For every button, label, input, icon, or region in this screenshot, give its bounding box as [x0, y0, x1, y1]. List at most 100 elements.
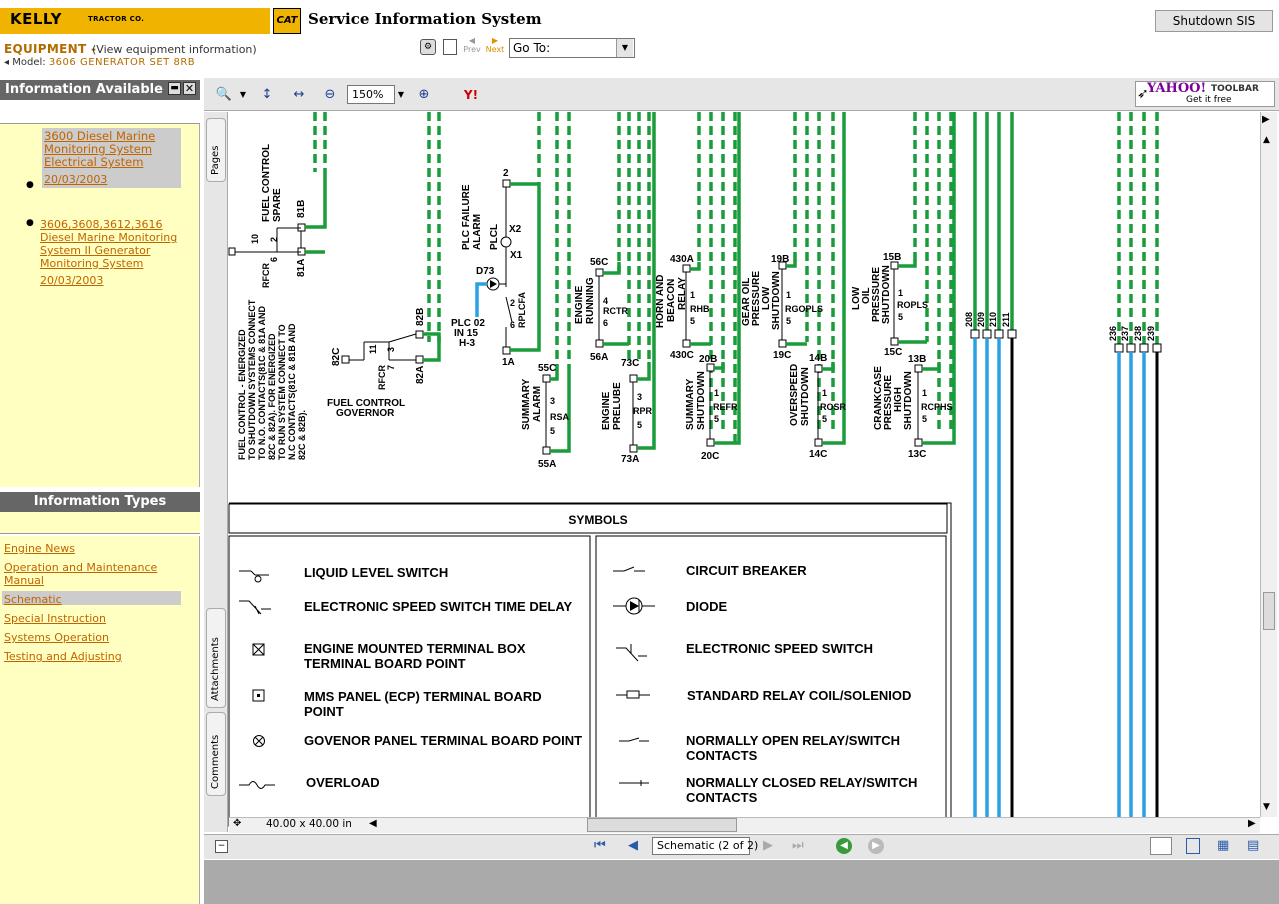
zoom-out-icon[interactable]: ⊖: [324, 87, 336, 102]
schematic-canvas[interactable]: .g{stroke:#1a9c3a;stroke-width:3.5;fill:…: [228, 112, 1260, 827]
info-type-schematic[interactable]: Schematic: [4, 593, 62, 606]
document-icon[interactable]: [443, 39, 457, 55]
label-rsa: RSA: [550, 412, 570, 422]
info-item-title[interactable]: 3600 Diesel Marine Monitoring System Ele…: [44, 129, 156, 169]
info-item-date[interactable]: 20/03/2003: [44, 173, 108, 186]
label-82A: 82A: [415, 366, 426, 384]
close-icon[interactable]: ✕: [183, 82, 196, 95]
next-page-icon[interactable]: ▶: [763, 838, 773, 853]
zoom-tool-icon[interactable]: 🔍: [215, 87, 233, 102]
info-type-engine-news[interactable]: Engine News: [4, 542, 75, 555]
vertical-scrollbar[interactable]: [1260, 112, 1277, 817]
app-title: Service Information System: [308, 10, 542, 28]
label-plc02: PLC 02: [451, 318, 485, 329]
page-selector[interactable]: Schematic (2 of 2): [652, 837, 758, 855]
label-n10: 10: [250, 234, 260, 244]
overload-icon: [239, 781, 275, 789]
arrow-up-icon[interactable]: ▲: [1263, 135, 1270, 145]
shutdown-sis-button[interactable]: Shutdown SIS: [1155, 10, 1273, 32]
arrow-left-icon[interactable]: ◀: [369, 818, 377, 829]
brand-name: KELLY: [10, 10, 63, 28]
label-crankcase-2: PRESSURE: [883, 375, 894, 430]
label-82C: 82C: [331, 348, 342, 366]
prev-button[interactable]: ◀Prev: [461, 36, 483, 54]
svg-text:TO SHUTDOWN SYSTEMS CONNECT: TO SHUTDOWN SYSTEMS CONNECT: [247, 299, 257, 460]
chevron-down-icon[interactable]: ▼: [239, 90, 247, 99]
horizontal-scroll-thumb[interactable]: [587, 818, 737, 832]
horizontal-scrollbar[interactable]: [229, 817, 1260, 833]
tab-comments[interactable]: Comments: [206, 712, 226, 796]
label-55C: 55C: [538, 363, 556, 374]
plcl-lamp: [500, 236, 512, 248]
label-rfcr-2: RFCR: [377, 365, 387, 390]
terminal-430A: [682, 264, 691, 273]
symbols-right-box: [595, 535, 947, 827]
goto-select[interactable]: Go To:: [509, 38, 635, 58]
kelly-logo: [0, 8, 270, 34]
list-item[interactable]: 3606,3608,3612,3616 Diesel Marine Monito…: [40, 218, 195, 287]
zoom-level-field[interactable]: 150%: [347, 85, 395, 104]
next-button[interactable]: ▶Next: [484, 36, 506, 54]
label-gear-oil-4: SHUTDOWN: [771, 271, 782, 330]
label-low-oil-2: OIL: [861, 287, 872, 304]
list-item[interactable]: 3600 Diesel Marine Monitoring System Ele…: [42, 128, 181, 188]
normally-closed-contacts-icon: [619, 780, 649, 786]
zoom-in-icon[interactable]: ⊕: [418, 87, 430, 102]
terminal-209: [982, 329, 992, 339]
arrow-right-icon[interactable]: ▶: [1262, 114, 1270, 125]
arrow-right-icon[interactable]: ▶: [1248, 818, 1256, 829]
info-item-date[interactable]: 20/03/2003: [40, 274, 104, 287]
arrow-down-icon[interactable]: ▼: [1263, 802, 1270, 812]
label-82B: 82B: [415, 308, 426, 326]
label-n2: 2: [269, 237, 279, 242]
first-page-icon[interactable]: ⏮: [594, 838, 606, 853]
info-type-testing-adjusting[interactable]: Testing and Adjusting: [4, 650, 122, 663]
facing-pages-icon[interactable]: ▦: [1217, 838, 1230, 853]
chevron-down-icon[interactable]: ▼: [397, 90, 405, 99]
label-n5-rsa: 5: [550, 426, 555, 436]
terminal-55A: [542, 446, 551, 455]
label-wire-208: 208: [964, 312, 974, 327]
label-fuel-spare: FUEL CONTROL: [261, 144, 272, 222]
resize-icon[interactable]: ✥: [233, 818, 242, 829]
single-page-icon[interactable]: [1150, 837, 1172, 855]
info-item-title[interactable]: 3606,3608,3612,3616 Diesel Marine Monito…: [40, 218, 178, 270]
info-type-systems-operation[interactable]: Systems Operation: [4, 631, 109, 644]
fit-height-icon[interactable]: ↕: [261, 87, 273, 102]
collapse-icon[interactable]: −: [215, 840, 228, 853]
previous-page-icon[interactable]: ◀: [628, 838, 638, 853]
label-plcl: PLCL: [489, 224, 500, 250]
continuous-facing-icon[interactable]: ▤: [1247, 838, 1260, 853]
label-wire-236: 236: [1108, 326, 1118, 341]
symbol-label: LIQUID LEVEL SWITCH: [304, 565, 449, 580]
svg-text:TO RUN SYSTEM CONNECT TO: TO RUN SYSTEM CONNECT TO: [277, 324, 287, 460]
terminal-13C: [914, 438, 923, 447]
label-n6b: 6: [510, 320, 515, 330]
back-icon[interactable]: ◀: [836, 838, 852, 854]
info-type-special-instruction[interactable]: Special Instruction: [4, 612, 107, 625]
yahoo-brand: YAHOO!: [1147, 81, 1207, 96]
bullet-icon: ●: [26, 218, 34, 228]
view-equipment-link[interactable]: (View equipment information): [92, 43, 257, 56]
label-pressure-shutdown-2: SHUTDOWN: [881, 265, 892, 324]
tab-attachments[interactable]: Attachments: [206, 608, 226, 708]
terminal-15B: [890, 261, 899, 270]
forward-icon[interactable]: ▶: [868, 838, 884, 854]
yahoo-search-icon[interactable]: Y!: [463, 88, 479, 102]
fit-width-icon[interactable]: ↔: [293, 87, 305, 102]
chevron-down-icon[interactable]: ▼: [616, 39, 633, 57]
minimize-icon[interactable]: ▬: [168, 82, 181, 95]
info-type-operation-maintenance[interactable]: Operation and Maintenance Manual: [4, 561, 158, 587]
yahoo-toolbar-button[interactable]: [1135, 81, 1275, 107]
continuous-page-icon[interactable]: [1186, 838, 1200, 854]
terminal-56A: [595, 339, 604, 348]
last-page-icon[interactable]: ⏭: [792, 838, 804, 853]
label-pressure-shutdown: PRESSURE: [871, 267, 882, 322]
vertical-scroll-thumb[interactable]: [1263, 592, 1275, 630]
tab-pages[interactable]: Pages: [206, 118, 226, 182]
label-56C: 56C: [590, 257, 608, 268]
yahoo-free-label: Get it free: [1186, 95, 1232, 105]
home-icon[interactable]: ⚙: [420, 39, 436, 55]
label-horn-3: RELAY: [677, 277, 688, 310]
